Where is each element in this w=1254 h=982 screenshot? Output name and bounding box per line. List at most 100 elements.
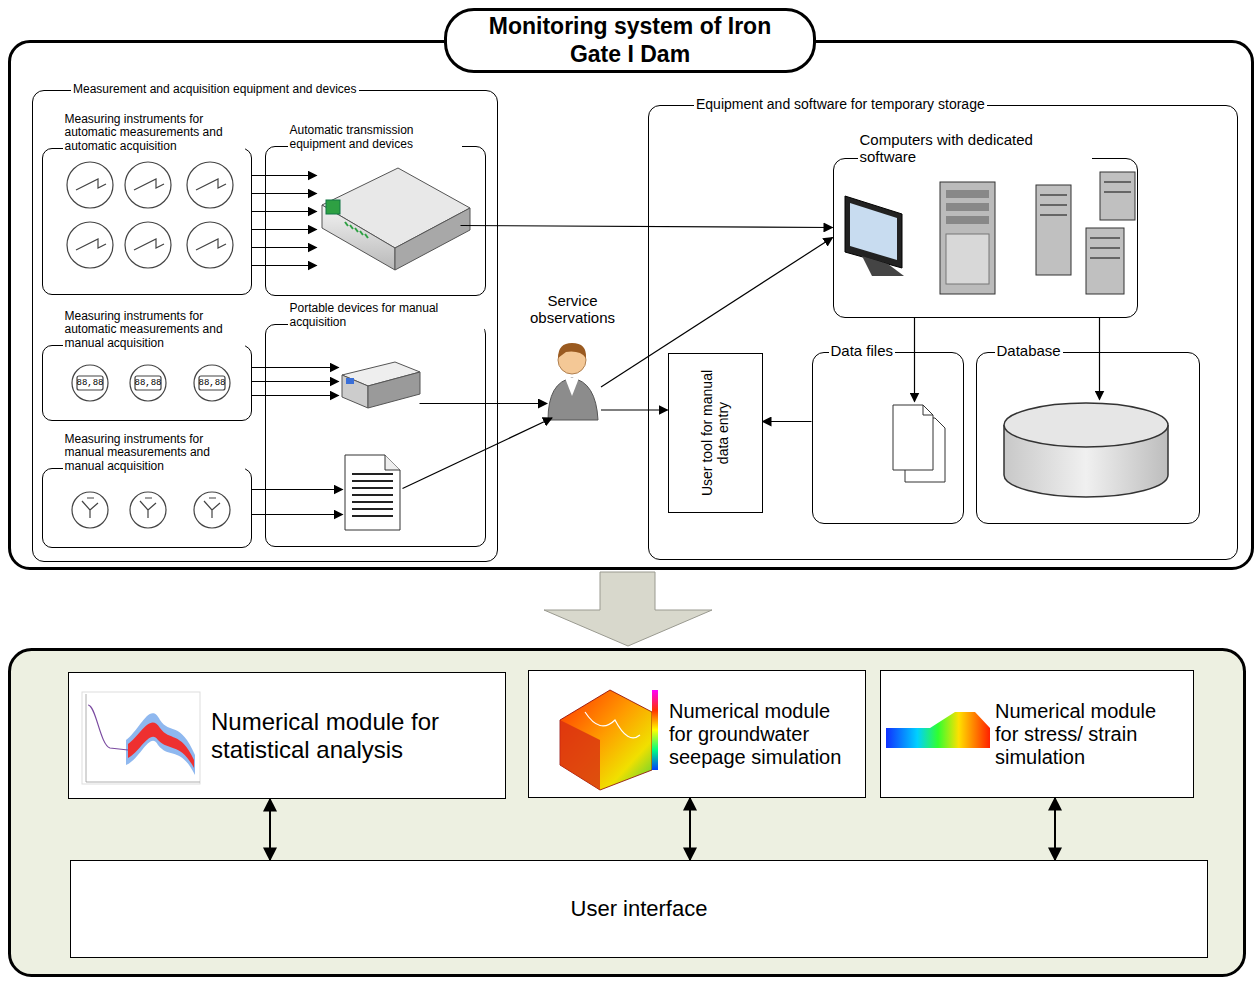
- chart-icon-part: [82, 692, 200, 784]
- connector-line: [914, 318, 915, 402]
- gauge-symbols-part: [76, 179, 106, 190]
- gauge-symbols-part: [130, 492, 166, 528]
- connector-line: [763, 421, 812, 422]
- group-box: Portable devices for manual acquisition: [265, 324, 486, 547]
- gauge-symbols-part: [77, 376, 103, 390]
- gauge-symbols-part: [67, 222, 113, 268]
- flow-connector: [1099, 318, 1100, 400]
- display-readout: 88,88: [134, 378, 161, 388]
- display-readout: 88,88: [76, 378, 103, 388]
- server-rack-part-part: [1090, 237, 1120, 239]
- server-tower-part: [946, 203, 989, 211]
- gauge-symbols-part: [135, 376, 161, 390]
- flow-connector: [252, 176, 317, 266]
- flow-connector: [763, 421, 812, 422]
- server-tower-part: [940, 182, 995, 294]
- server-rack-part-part: [1090, 247, 1120, 249]
- actor-label: Service observations: [505, 292, 640, 327]
- connector-line: [403, 418, 553, 489]
- ui-label: User interface: [71, 896, 1207, 921]
- module-label: Numerical module for stress/ strain simu…: [995, 700, 1185, 769]
- gauge-symbols-part: [134, 179, 164, 190]
- document-icon-part: [352, 474, 393, 516]
- flow-connector: [690, 798, 691, 860]
- person-icon-part: [565, 378, 579, 396]
- document-icon-part-part: [352, 501, 393, 503]
- chart-icon-part: [126, 713, 195, 775]
- stress-model-icon: [886, 712, 990, 748]
- server-tower-part: [946, 190, 989, 198]
- flow-block-arrow: [544, 572, 712, 646]
- monitor-icon-part: [845, 196, 902, 268]
- server-tower-part: [946, 234, 989, 284]
- flow-connector: [601, 238, 833, 388]
- group-box: Computers with dedicated software: [833, 158, 1138, 318]
- group-box: User tool for manual data entry: [668, 353, 763, 513]
- document-icon-part-part: [352, 473, 393, 475]
- gauge-symbols-part: [82, 498, 98, 518]
- title-pill: Monitoring system of Iron Gate I Dam: [444, 8, 816, 73]
- document-icon-part-part: [352, 508, 393, 510]
- actor-node: Service observations: [505, 292, 640, 422]
- flow-connector: [601, 410, 668, 411]
- server-rack-part-part: [1090, 257, 1120, 259]
- group-box: Data files: [812, 352, 964, 524]
- gauge-symbols-part: [76, 239, 106, 250]
- transmission-device-part: [322, 205, 395, 270]
- group-box: Measuring instruments for automatic meas…: [42, 148, 252, 295]
- flow-connector: [914, 318, 915, 402]
- tool-label: User tool for manual data entry: [699, 360, 731, 505]
- connector-line: [689, 798, 691, 860]
- gauge-symbols-part: [130, 365, 166, 401]
- group-label: Measuring instruments for automatic meas…: [63, 310, 245, 351]
- group-label: Measuring instruments for manual measure…: [63, 433, 245, 474]
- server-rack-part: [1086, 228, 1124, 294]
- gauge-symbols-part: [67, 162, 113, 208]
- gauge-symbols-part: [187, 162, 233, 208]
- group-box: User interface: [70, 860, 1208, 958]
- connector-line: [252, 247, 317, 248]
- document-icon-part-part: [352, 515, 393, 517]
- connector-line: [252, 193, 317, 194]
- chart-icon-part: [88, 705, 128, 750]
- document-icon-part-part: [352, 494, 393, 496]
- connector-line: [252, 175, 317, 176]
- module-box: Numerical module for groundwater seepage…: [528, 670, 866, 798]
- group-label: Data files: [829, 342, 896, 359]
- flow-connector: [403, 418, 553, 489]
- group-box: Measurement and acquisition equipment an…: [32, 90, 498, 562]
- transmission-device: [322, 168, 470, 270]
- connector-line: [601, 409, 668, 410]
- gauge-symbols-part: [134, 239, 164, 250]
- transmission-device-part: [326, 200, 340, 214]
- module-box-fill: [68, 672, 506, 799]
- group-label: Equipment and software for temporary sto…: [694, 96, 987, 112]
- connector-line: [252, 229, 317, 230]
- portable-device: [342, 362, 420, 408]
- module-label: Numerical module for groundwater seepage…: [669, 700, 857, 769]
- group-box: Measuring instruments for manual measure…: [42, 468, 252, 548]
- monitor-icon-part: [850, 203, 897, 260]
- server-rack-part-part: [1040, 204, 1067, 206]
- group-label: Computers with dedicated software: [858, 131, 1092, 166]
- flow-connector: [420, 403, 548, 404]
- person-icon-part: [548, 378, 598, 420]
- seepage-model-icon-part: [560, 690, 652, 790]
- portable-device-part: [346, 378, 354, 384]
- group-label: Measuring instruments for automatic meas…: [63, 113, 245, 154]
- seepage-model-icon-part: [652, 690, 658, 770]
- gauge-symbols-part: [194, 365, 230, 401]
- monitor-icon-part: [862, 256, 904, 276]
- document-icon-part-part: [352, 480, 393, 482]
- server-rack-part-part: [1040, 194, 1067, 196]
- gauge-symbols-part: [72, 365, 108, 401]
- file-icon: [893, 405, 945, 482]
- server-tower: [940, 182, 995, 294]
- document-icon-part: [345, 455, 400, 530]
- gauge-symbols-part: [140, 498, 156, 518]
- file-icon-part: [893, 405, 933, 470]
- person-icon: [548, 343, 598, 420]
- analysis-panel: [10, 650, 1245, 976]
- gauge-symbols-part: [125, 222, 171, 268]
- document-icon: [345, 455, 400, 530]
